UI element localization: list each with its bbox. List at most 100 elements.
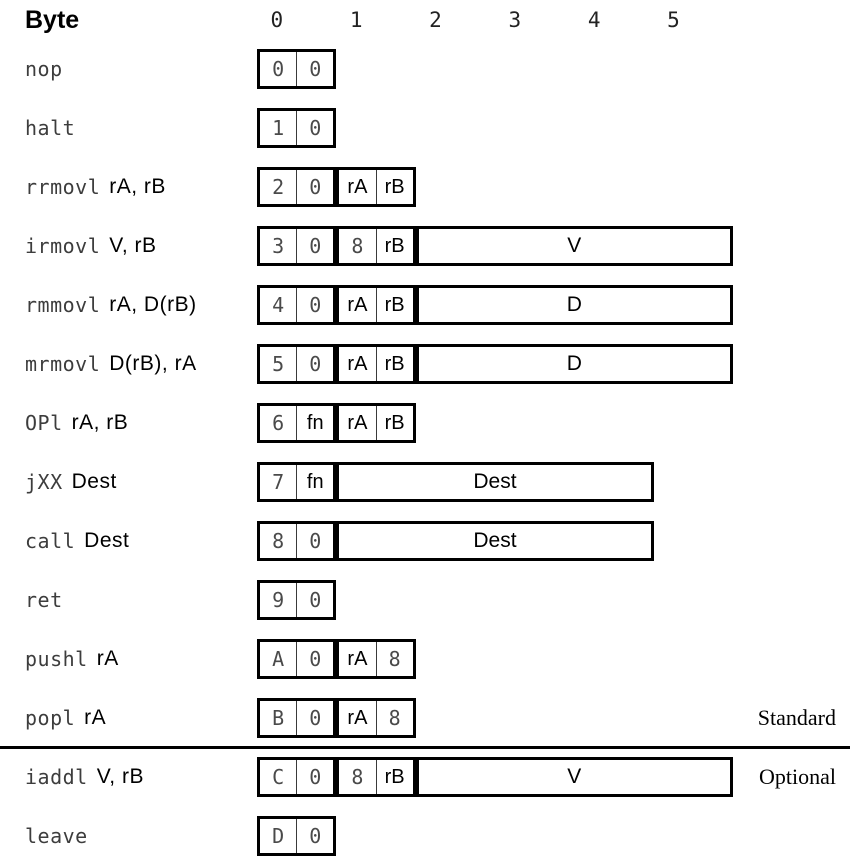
nibble-value: 5 [272, 352, 285, 376]
nibble-cell: 0 [297, 524, 333, 558]
wide-field: Dest [336, 462, 654, 502]
nibble-cell: 0 [297, 760, 333, 794]
nibble-value: rB [384, 765, 405, 788]
nibble-cell: rA [339, 347, 377, 381]
standard-section-label: Standard [757, 705, 836, 730]
instruction-mnemonic: nop [25, 57, 63, 81]
nibble-cell: A [260, 642, 298, 676]
instruction-label: nop [25, 49, 72, 89]
nibble-value: 0 [309, 765, 322, 789]
nibble-cell: 8 [339, 229, 377, 263]
instruction-operands: V, rB [96, 765, 144, 788]
nibble-value: 1 [272, 116, 285, 140]
byte-box: rA rB [336, 285, 416, 325]
nibble-value: rA [347, 175, 368, 198]
instruction-mnemonic: halt [25, 116, 76, 140]
wide-field: D [415, 285, 733, 325]
nibble-value: C [272, 765, 285, 789]
nibble-value: 4 [272, 293, 285, 317]
nibble-cell: 0 [260, 52, 298, 86]
instruction-operands: Dest [71, 470, 117, 493]
nibble-value: D [272, 824, 285, 848]
nibble-value: 8 [351, 234, 364, 258]
column-number: 2 [429, 8, 442, 32]
instruction-label: halt [25, 108, 84, 148]
nibble-value: 0 [309, 293, 322, 317]
nibble-value: A [272, 647, 285, 671]
nibble-value: B [272, 706, 285, 730]
nibble-value: rA [347, 647, 368, 670]
nibble-cell: 6 [260, 406, 298, 440]
nibble-value: 0 [309, 824, 322, 848]
standard-optional-separator-line [0, 746, 850, 749]
nibble-cell: 3 [260, 229, 298, 263]
nibble-cell: rB [377, 288, 413, 322]
nibble-cell: fn [297, 406, 333, 440]
nibble-value: 0 [309, 175, 322, 199]
nibble-cell: C [260, 760, 298, 794]
nibble-value: 0 [309, 529, 322, 553]
wide-field: V [415, 757, 733, 797]
nibble-value: 8 [388, 647, 401, 671]
nibble-cell: rB [377, 170, 413, 204]
nibble-cell: rA [339, 170, 377, 204]
nibble-value: 0 [309, 116, 322, 140]
instruction-mnemonic: jXX [25, 470, 63, 494]
nibble-cell: 0 [297, 583, 333, 617]
nibble-cell: 1 [260, 111, 298, 145]
nibble-value: 8 [351, 765, 364, 789]
instruction-operands: rA, rB [71, 411, 129, 434]
nibble-value: 0 [309, 234, 322, 258]
nibble-value: 8 [272, 529, 285, 553]
nibble-cell: 5 [260, 347, 298, 381]
nibble-value: 0 [309, 588, 322, 612]
instruction-operands: rA [96, 647, 119, 670]
instruction-mnemonic: rrmovl [25, 175, 101, 199]
nibble-value: rB [384, 352, 405, 375]
nibble-value: 0 [272, 57, 285, 81]
instruction-mnemonic: call [25, 529, 76, 553]
byte-box: rA 8 [336, 639, 416, 679]
byte-box: 6 fn [257, 403, 337, 443]
nibble-cell: rB [377, 347, 413, 381]
instruction-operands: Dest [84, 529, 130, 552]
wide-field: D [415, 344, 733, 384]
instruction-mnemonic: ret [25, 588, 63, 612]
instruction-label: ret [25, 580, 72, 620]
nibble-cell: rA [339, 406, 377, 440]
nibble-cell: D [260, 819, 298, 853]
nibble-cell: 7 [260, 465, 298, 499]
column-number: 1 [349, 8, 363, 32]
nibble-value: 6 [272, 411, 285, 435]
column-number: 3 [508, 8, 522, 32]
instruction-label: call Dest [25, 521, 129, 561]
instruction-mnemonic: popl [25, 706, 76, 730]
nibble-value: rB [384, 293, 405, 316]
nibble-cell: 8 [260, 524, 298, 558]
instruction-operands: rA, D(rB) [109, 293, 197, 316]
nibble-value: 0 [309, 706, 322, 730]
nibble-value: rA [347, 293, 368, 316]
nibble-cell: 0 [297, 52, 333, 86]
